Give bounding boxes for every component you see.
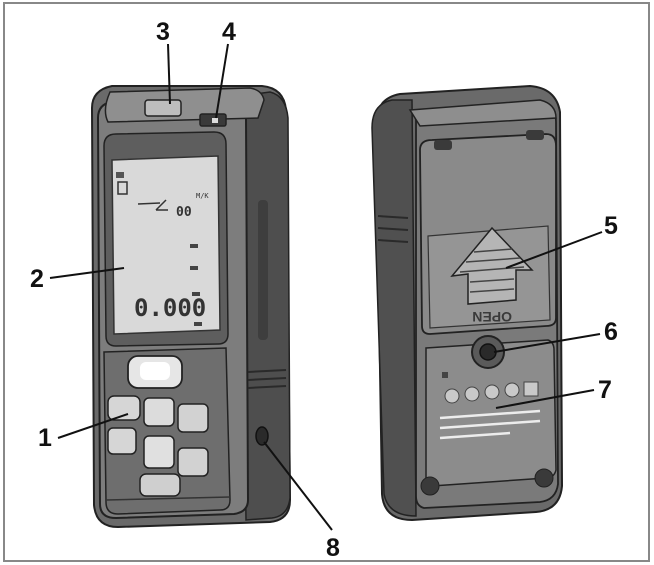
label-square: [523, 381, 539, 397]
callout-leaders: [49, 43, 603, 531]
leader-6: [493, 333, 601, 353]
receiver-dot: [212, 118, 218, 123]
lcd-top-icon: [116, 172, 124, 178]
lcd-mode-icon: [117, 181, 128, 195]
lcd-small-digits: 00: [176, 205, 192, 220]
callout-1: 1: [38, 424, 52, 452]
leader-2: [49, 267, 125, 279]
back-foot-bottom-left: [420, 476, 440, 496]
callout-4: 4: [222, 18, 236, 46]
lanyard-hole: [255, 426, 269, 446]
back-ridge-3: [377, 239, 409, 243]
keypad-center-lower-button[interactable]: [143, 435, 175, 469]
front-top-cap: [104, 87, 265, 123]
lcd-measure-line-icon: [137, 202, 161, 205]
lcd-unit-text: M/K: [196, 192, 209, 200]
back-ridge-2: [377, 227, 409, 231]
side-ridge-3: [247, 385, 287, 389]
leader-8: [263, 441, 333, 531]
lcd-bar-2: [190, 266, 198, 270]
keypad-left-upper-button[interactable]: [107, 395, 141, 421]
battery-cover-open-label: OPEN: [472, 309, 512, 325]
arrow-stripe-1: [473, 248, 513, 253]
leader-7: [495, 389, 595, 409]
label-dot-3: [484, 384, 500, 400]
arrow-stripe-5: [469, 288, 515, 293]
side-ridge-2: [247, 377, 287, 381]
lcd-bar-4: [194, 322, 202, 326]
leader-5: [505, 231, 603, 269]
label-text-line-3: [439, 431, 511, 440]
front-view: 00 M/K 0.000: [90, 85, 292, 529]
callout-6: 6: [604, 318, 618, 346]
tripod-socket-inner: [479, 343, 497, 361]
open-arrow-icon: [450, 226, 534, 305]
arrow-stripe-4: [469, 278, 515, 283]
back-view: OPEN: [371, 84, 564, 522]
front-bottom-seam: [105, 496, 231, 501]
label-small-mark: [442, 372, 448, 378]
leader-1: [57, 413, 129, 439]
lcd-bar-1: [190, 244, 198, 248]
back-foot-top-right: [526, 130, 544, 140]
lcd-angle-icon: [155, 199, 168, 211]
back-ridge-1: [377, 215, 409, 219]
leader-4: [215, 43, 229, 119]
side-ridge-1: [247, 369, 287, 373]
label-dot-1: [444, 388, 460, 404]
label-dot-2: [464, 386, 480, 402]
back-top-cap: [408, 99, 557, 127]
keypad-top-button-highlight: [140, 362, 170, 380]
laser-emitter-lens: [144, 99, 182, 117]
callout-5: 5: [604, 212, 618, 240]
arrow-stripe-3: [459, 266, 525, 273]
side-panel-stripe: [258, 200, 268, 340]
keypad-left-lower-button[interactable]: [107, 427, 137, 455]
arrow-stripe-2: [465, 257, 521, 263]
label-text-line-1: [439, 409, 541, 420]
back-side-face: [371, 99, 417, 517]
lcd-main-reading: 0.000: [134, 294, 206, 322]
label-text-line-2: [439, 419, 541, 430]
callout-3: 3: [156, 18, 170, 46]
keypad-right-lower-button[interactable]: [177, 447, 209, 477]
lcd-bar-3: [192, 292, 200, 296]
callout-8: 8: [326, 534, 340, 562]
label-dot-4: [504, 382, 520, 398]
keypad-right-upper-button[interactable]: [177, 403, 209, 433]
keypad-bottom-center-button[interactable]: [139, 473, 181, 497]
callout-2: 2: [30, 265, 44, 293]
leader-3: [167, 43, 171, 105]
lcd-screen: [111, 155, 221, 335]
callout-7: 7: [598, 376, 612, 404]
back-foot-top-left: [434, 140, 452, 150]
keypad-center-upper-button[interactable]: [143, 397, 175, 427]
back-foot-bottom-right: [534, 468, 554, 488]
